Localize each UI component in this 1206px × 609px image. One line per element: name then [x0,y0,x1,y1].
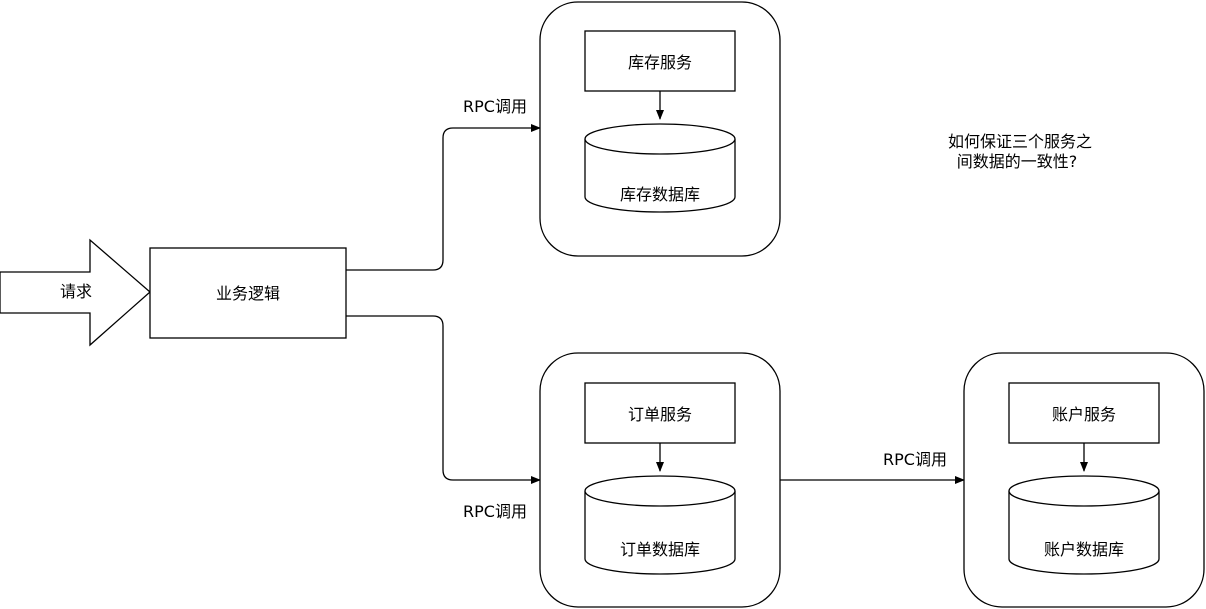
edge-to-order-label: RPC调用 [463,502,527,521]
order-container: 订单服务 订单数据库 [539,352,781,608]
inventory-container: 库存服务 库存数据库 [539,1,781,257]
question-line-2: 间数据的一致性? [957,152,1078,171]
edge-to-order [346,315,541,484]
order-database-label: 订单数据库 [620,540,700,559]
request-arrow: 请求 [0,238,151,347]
request-label: 请求 [60,282,92,301]
edge-to-inventory [346,124,541,271]
order-service-label: 订单服务 [628,405,692,424]
account-service-label: 账户服务 [1052,405,1116,424]
question-line-1: 如何保证三个服务之 [948,132,1092,151]
order-database-cylinder [584,475,736,575]
order-service-box [584,382,736,444]
account-service-box [1008,382,1160,444]
edge-to-account-label: RPC调用 [883,450,947,469]
business-logic-node: 业务逻辑 [149,247,347,339]
business-logic-label: 业务逻辑 [216,284,280,303]
account-container: 账户服务 账户数据库 [963,352,1205,608]
inventory-database-label: 库存数据库 [620,185,700,204]
inventory-database-cylinder [584,123,736,213]
edge-to-inventory-label: RPC调用 [463,97,527,116]
account-database-cylinder [1008,475,1160,575]
consistency-question-note: 如何保证三个服务之 间数据的一致性? [948,132,1092,171]
account-database-label: 账户数据库 [1044,540,1124,559]
inventory-service-label: 库存服务 [628,53,692,72]
